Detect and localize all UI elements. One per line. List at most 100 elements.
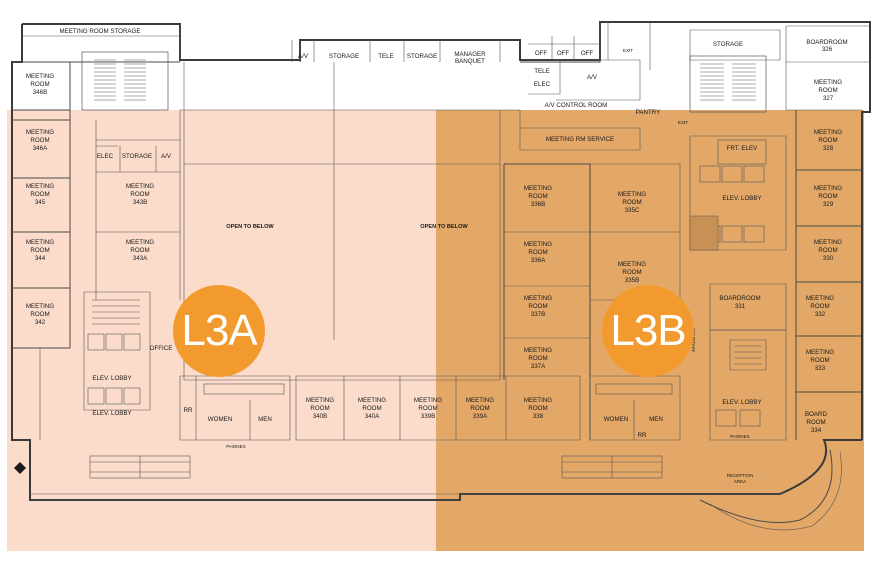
svg-text:MEETING: MEETING xyxy=(814,129,842,136)
svg-text:MEETING: MEETING xyxy=(814,79,842,86)
svg-text:337B: 337B xyxy=(531,311,545,318)
svg-text:ROOM: ROOM xyxy=(528,405,547,412)
zone-badge-l3a[interactable]: L3A xyxy=(173,285,265,377)
label-women-2: WOMEN xyxy=(604,416,628,423)
svg-text:338: 338 xyxy=(533,413,544,420)
svg-text:ROOM: ROOM xyxy=(30,311,49,318)
svg-text:332: 332 xyxy=(815,311,826,318)
svg-text:MEETING: MEETING xyxy=(26,73,54,80)
zone-badge-l3b[interactable]: L3B xyxy=(602,285,694,377)
svg-text:346A: 346A xyxy=(33,145,48,152)
label-banquet: BANQUET xyxy=(455,58,485,65)
label-av-2: A/V xyxy=(587,74,598,81)
label-tele-1: TELE xyxy=(378,53,393,60)
label-elev-lobby-2: ELEV. LOBBY xyxy=(92,410,131,417)
svg-text:340A: 340A xyxy=(365,413,380,420)
label-off-1: OFF xyxy=(535,50,548,57)
label-boardroom-326: BOARDROOM xyxy=(806,39,847,46)
svg-text:339A: 339A xyxy=(473,413,488,420)
svg-text:ROOM: ROOM xyxy=(810,357,829,364)
svg-text:344: 344 xyxy=(35,255,46,262)
label-phones-2: PHONES xyxy=(730,434,749,439)
label-off-3: OFF xyxy=(581,50,594,57)
svg-text:MEETING: MEETING xyxy=(814,185,842,192)
svg-text:MEETING: MEETING xyxy=(524,241,552,248)
svg-text:ROOM: ROOM xyxy=(310,405,329,412)
svg-text:335C: 335C xyxy=(625,207,640,214)
svg-text:ROOM: ROOM xyxy=(818,87,837,94)
label-reception-area: AREA xyxy=(734,479,747,484)
label-boardroom-326-number: 326 xyxy=(822,46,833,53)
svg-text:ROOM: ROOM xyxy=(30,137,49,144)
label-manager: MANAGER xyxy=(454,51,486,58)
escalators-left xyxy=(89,455,191,479)
label-storage-3: STORAGE xyxy=(713,41,743,48)
label-rr-1: RR xyxy=(184,407,193,414)
label-phones-1: PHONES xyxy=(226,444,245,449)
svg-text:343B: 343B xyxy=(133,199,147,206)
stairs-top-left xyxy=(81,51,169,111)
svg-text:MEETING: MEETING xyxy=(26,239,54,246)
label-frt-elev: FRT. ELEV xyxy=(727,145,758,152)
svg-text:327: 327 xyxy=(823,95,834,102)
stairs-top-right xyxy=(689,55,767,113)
svg-text:MEETING: MEETING xyxy=(524,347,552,354)
svg-text:ROOM: ROOM xyxy=(130,247,149,254)
svg-text:340B: 340B xyxy=(313,413,327,420)
svg-text:ROOM: ROOM xyxy=(622,199,641,206)
svg-text:MEETING: MEETING xyxy=(466,397,494,404)
svg-text:MEETING: MEETING xyxy=(524,397,552,404)
label-av-1: A/V xyxy=(298,53,309,60)
svg-text:337A: 337A xyxy=(531,363,546,370)
label-tele-2: TELE xyxy=(534,68,549,75)
label-elec-1: ELEC xyxy=(534,81,551,88)
svg-text:329: 329 xyxy=(823,201,834,208)
svg-text:MEETING: MEETING xyxy=(806,349,834,356)
label-meeting-room-storage: MEETING ROOM STORAGE xyxy=(59,28,140,35)
label-women-1: WOMEN xyxy=(208,416,232,423)
label-boardroom-331-number: 331 xyxy=(735,303,746,310)
label-rr-2: RR xyxy=(638,432,647,439)
label-meeting-rm-service: MEETING RM SERVICE xyxy=(546,136,614,143)
svg-text:MEETING: MEETING xyxy=(806,295,834,302)
label-elev-lobby-1: ELEV. LOBBY xyxy=(92,375,131,382)
svg-text:ROOM: ROOM xyxy=(818,247,837,254)
room-labels: MEETING ROOM STORAGE A/V STORAGE TELE ST… xyxy=(26,28,848,484)
label-open-to-below-2: OPEN TO BELOW xyxy=(420,224,468,230)
svg-text:ROOM: ROOM xyxy=(528,249,547,256)
svg-text:333: 333 xyxy=(815,365,826,372)
svg-text:ROOM: ROOM xyxy=(818,137,837,144)
label-storage-4: STORAGE xyxy=(122,153,152,160)
svg-text:334: 334 xyxy=(811,427,822,434)
label-off-2: OFF xyxy=(557,50,570,57)
svg-text:MEETING: MEETING xyxy=(26,183,54,190)
svg-text:ROOM: ROOM xyxy=(470,405,489,412)
svg-text:330: 330 xyxy=(823,255,834,262)
svg-text:MEETING: MEETING xyxy=(814,239,842,246)
svg-text:ROOM: ROOM xyxy=(418,405,437,412)
label-men-1: MEN xyxy=(258,416,272,423)
svg-text:343A: 343A xyxy=(133,255,148,262)
svg-text:ROOM: ROOM xyxy=(528,193,547,200)
svg-text:MEETING: MEETING xyxy=(306,397,334,404)
svg-text:ROOM: ROOM xyxy=(30,81,49,88)
svg-text:339B: 339B xyxy=(421,413,435,420)
label-elev-lobby-4: ELEV. LOBBY xyxy=(722,399,761,406)
svg-text:MEETING: MEETING xyxy=(618,261,646,268)
label-boardroom-331: BOARDROOM xyxy=(719,295,760,302)
svg-text:ROOM: ROOM xyxy=(528,303,547,310)
